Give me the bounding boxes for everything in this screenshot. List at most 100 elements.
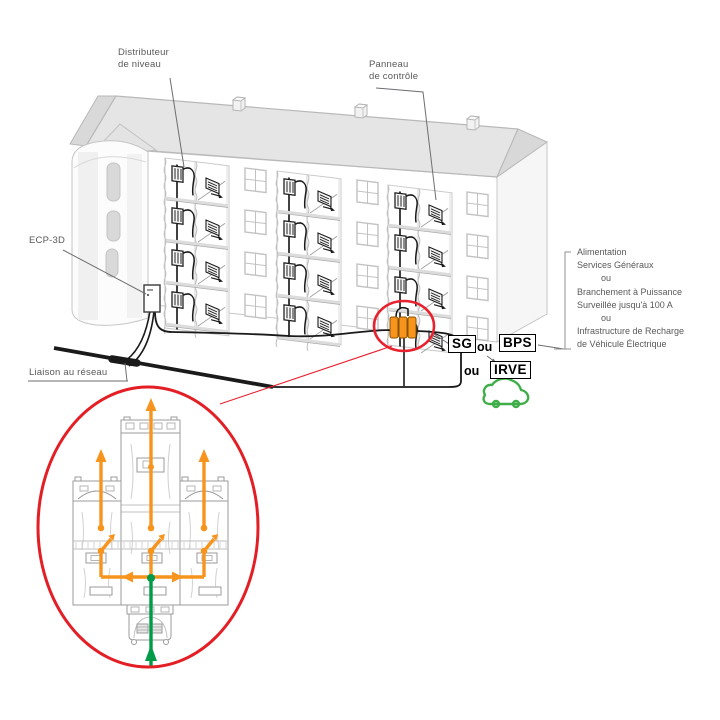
torn-wall-edge [417, 188, 421, 350]
ou-label-1: ou [477, 340, 493, 354]
window [466, 315, 489, 342]
orange-arrow-left [122, 571, 133, 583]
control-panel-icon [205, 261, 223, 283]
zoom-ellipse [36, 385, 260, 669]
callout-line-panel [375, 87, 437, 201]
window [244, 167, 267, 194]
control-panel-callout-line1: Panneau [369, 59, 409, 70]
supply-options-legend: Alimentation Services Généraux ou Branch… [577, 246, 720, 352]
balcony-slab [389, 307, 451, 319]
legend-line: Infrastructure de Recharge [577, 326, 685, 337]
window [244, 293, 267, 320]
control-panel-icon [317, 232, 335, 254]
legend-bracket [554, 251, 571, 350]
tower-slot-window [105, 248, 119, 278]
chimney [353, 103, 369, 119]
legend-line: Services Généraux [577, 260, 654, 271]
torn-wall-edge [275, 170, 279, 348]
riser-column-3 [386, 184, 453, 354]
torn-wall-edge [163, 157, 167, 335]
level-distributor-icon [283, 262, 307, 293]
chimney [231, 96, 247, 112]
cable-sleeve [108, 355, 141, 367]
torn-wall-edge [194, 161, 198, 339]
power-flow-arrows [95, 398, 218, 668]
legend-line: Surveillée jusqu'à 100 A [577, 299, 673, 310]
control-panel-icon [205, 303, 223, 325]
control-panel-icon [205, 219, 223, 241]
legend-line: ou [601, 313, 612, 324]
balcony-slab [166, 280, 228, 292]
level-distributor-icon [171, 165, 195, 196]
level-distributor-icon [283, 304, 307, 335]
control-panel-icon [317, 316, 335, 338]
cabling [53, 310, 462, 389]
legend-line: de Véhicule Électrique [577, 339, 667, 350]
control-panel-icon [317, 190, 335, 212]
sg-option-box: SG [448, 335, 477, 353]
balcony-slab [278, 209, 340, 221]
ev-car-icon [482, 377, 530, 409]
legend-line: Alimentation [577, 247, 627, 257]
ecp-3d-box [143, 284, 161, 313]
base-distribution-cable [154, 310, 462, 388]
network-link-callout: Liaison au réseau [29, 367, 108, 378]
window [244, 251, 267, 278]
control-panel-icon [205, 177, 223, 199]
chimney [465, 115, 481, 131]
connector-bps-to-legend [537, 344, 565, 350]
torn-wall-edge [306, 174, 310, 352]
level-distributor-icon [283, 178, 307, 209]
balcony-slab [166, 196, 228, 208]
window [356, 221, 379, 248]
control-panel-icon [428, 204, 446, 226]
riser-column-1 [163, 157, 230, 339]
detail-module-left [72, 480, 122, 606]
distributor-callout-line2: de niveau [118, 59, 162, 70]
level-distributor-icon [171, 291, 195, 322]
bps-option-box: BPS [499, 334, 536, 352]
orange-arrow-right [172, 571, 183, 583]
tower-slot-window [106, 162, 121, 202]
window [466, 275, 489, 302]
irve-option-box: IRVE [490, 361, 531, 379]
window [466, 191, 489, 218]
balcony-slab [166, 322, 228, 334]
level-distributor-icon [283, 220, 307, 251]
window [466, 233, 489, 260]
stair-tower [71, 140, 149, 326]
distributor-callout: Distributeur de niveau [118, 47, 169, 71]
balcony-slab [389, 223, 451, 235]
callout-line-liaison [124, 362, 128, 382]
level-distributor-icon [394, 192, 418, 223]
balcony-slab [389, 265, 451, 277]
balcony-slab [166, 238, 228, 250]
tower-slot-window [106, 210, 121, 242]
window [356, 179, 379, 206]
level-distributor-icon [171, 249, 195, 280]
control-panel-icon [428, 288, 446, 310]
torn-wall-edge [386, 184, 390, 346]
legend-line: Branchement à Puissance [577, 286, 683, 297]
control-panel-icon [428, 246, 446, 268]
control-panel-icon [317, 274, 335, 296]
level-distributor-icon [171, 207, 195, 238]
control-panel-callout-line2: de contrôle [369, 71, 419, 82]
red-zoom-connector [219, 345, 393, 405]
roof-right-hip [495, 128, 549, 179]
legend-line: ou [601, 273, 612, 284]
red-highlight-circle [372, 299, 436, 353]
balcony-slab [278, 335, 340, 347]
level-distributor-icon [394, 234, 418, 265]
control-panel-callout: Panneau de contrôle [369, 59, 418, 83]
connector-circle-to-sg [433, 333, 450, 345]
ou-label-2: ou [464, 364, 480, 378]
ecp-3d-callout: ECP-3D [29, 235, 66, 246]
window [244, 209, 267, 236]
window [356, 263, 379, 290]
building [69, 95, 549, 354]
callout-line-distributor [169, 77, 185, 168]
distributor-callout-line1: Distributeur [118, 47, 169, 58]
